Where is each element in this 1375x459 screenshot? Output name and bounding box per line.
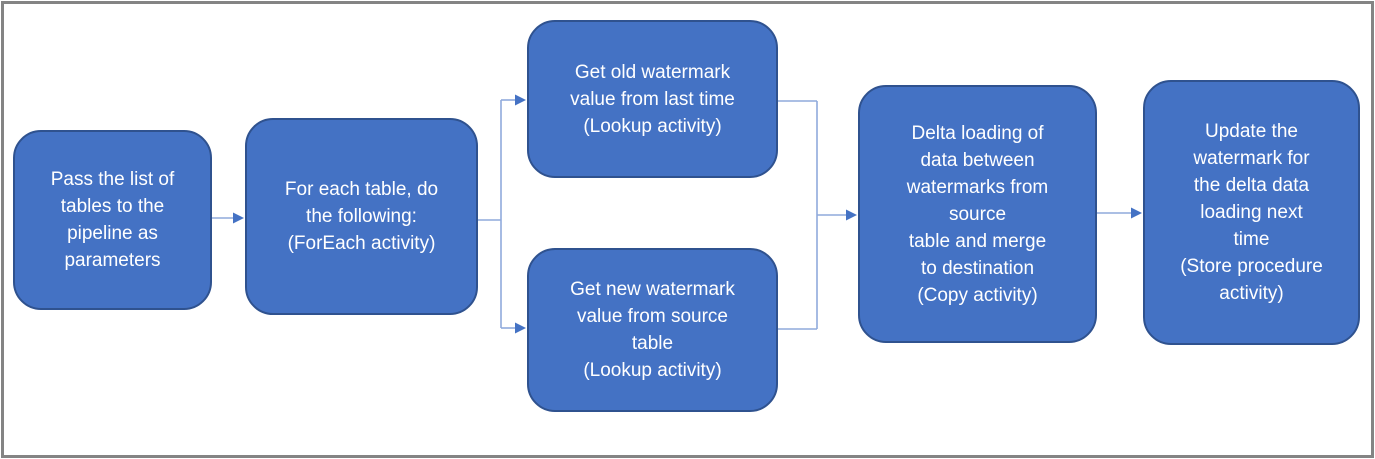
- node-label: Pass the list of tables to the pipeline …: [50, 169, 175, 271]
- arrowhead-icon: [233, 212, 244, 224]
- node-label: Delta loading of data between watermarks…: [906, 122, 1049, 306]
- node-update-watermark: Update the watermark for the delta data …: [1143, 80, 1360, 345]
- node-label: Get new watermark value from source tabl…: [570, 279, 735, 381]
- connector-copy-to-update: [1096, 207, 1142, 219]
- connector-foreach-branch: [477, 94, 526, 334]
- arrowhead-icon: [515, 94, 526, 106]
- node-get-old-watermark: Get old watermark value from last time (…: [527, 20, 778, 178]
- node-delta-loading-copy-activity: Delta loading of data between watermarks…: [858, 85, 1097, 343]
- arrowhead-icon: [846, 209, 857, 221]
- node-label: For each table, do the following: (ForEa…: [284, 179, 439, 254]
- connector-lookups-merge: [777, 100, 857, 330]
- node-foreach-activity: For each table, do the following: (ForEa…: [245, 118, 478, 315]
- node-label: Update the watermark for the delta data …: [1180, 121, 1323, 304]
- connector-pass-to-foreach: [211, 212, 244, 224]
- node-label: Get old watermark value from last time (…: [570, 61, 735, 137]
- arrowhead-icon: [515, 322, 526, 334]
- node-get-new-watermark: Get new watermark value from source tabl…: [527, 248, 778, 412]
- node-pass-list-of-tables: Pass the list of tables to the pipeline …: [13, 130, 212, 310]
- arrowhead-icon: [1131, 207, 1142, 219]
